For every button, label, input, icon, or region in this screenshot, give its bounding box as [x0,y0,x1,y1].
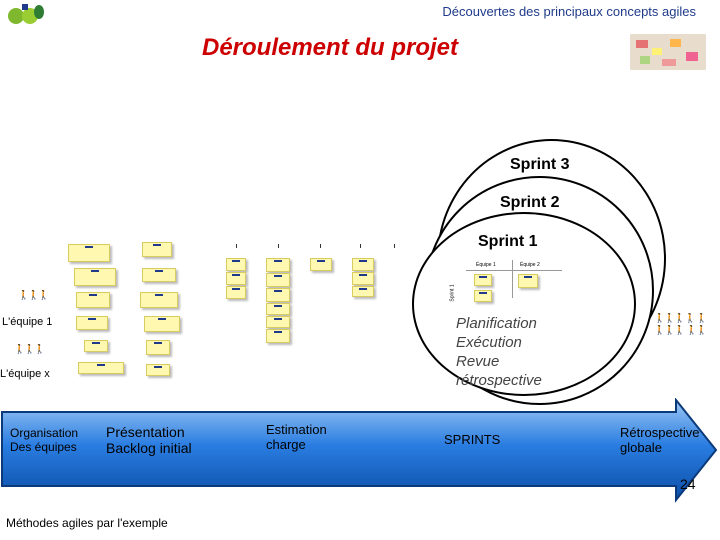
sticky-note-icon [146,364,170,376]
sprint-2-label: Sprint 2 [500,194,560,211]
board-team2-label: Équipe 2 [520,262,540,268]
backlog-board [60,230,420,380]
activity-review: Revue [456,353,500,370]
sticky-note-icon [310,258,332,271]
sticky-note-icon [474,274,492,286]
sticky-note-icon [142,268,176,282]
activity-execution: Exécution [456,334,522,351]
sprint-activities: Planification Exécution Revue rétrospect… [456,314,542,390]
activity-retrospective: rétrospective [456,372,542,389]
sticky-note-icon [76,316,108,330]
sticky-note-icon [74,268,116,286]
stick-figure-icon: 🚶🚶🚶 [18,290,50,300]
sticky-note-icon [352,286,374,297]
sticky-note-icon [266,273,290,287]
sticky-note-icon [266,303,290,315]
sticky-note-icon [226,258,246,271]
process-arrow [1,398,718,503]
board-side-label: Sprint 1 [449,284,456,302]
sprint-board: Sprint 1 Équipe 1 Équipe 2 [450,260,566,310]
sticky-note-icon [352,272,374,285]
sprint-1-label: Sprint 1 [478,233,538,250]
sticky-note-icon [146,340,170,355]
column-marker [278,244,279,248]
column-marker [394,244,395,248]
step-presentation: Présentation Backlog initial [106,424,192,456]
sticky-note-icon [352,258,374,271]
sticky-note-icon [266,258,290,272]
sticky-note-icon [78,362,124,374]
sticky-note-icon [266,288,290,302]
sprint-1-circle [412,212,636,396]
column-marker [236,244,237,248]
board-divider [512,260,513,298]
step-sprints: SPRINTS [444,432,501,447]
step-estimation: Estimation charge [266,422,327,452]
sticky-note-icon [518,274,538,288]
board-team1-label: Équipe 1 [476,262,496,268]
logo-icon [6,2,46,26]
sticky-note-icon [266,329,290,343]
sticky-note-icon [84,340,108,352]
step-organisation: Organisation Des équipes [10,426,79,454]
sticky-note-icon [226,286,246,299]
sticky-note-icon [266,316,290,328]
sticky-note-icon [144,316,180,332]
activity-planning: Planification [456,315,537,332]
stick-figure-icon: 🚶🚶🚶 [14,344,46,354]
team-x-label: L'équipe x [0,368,50,380]
column-marker [320,244,321,248]
team-1-label: L'équipe 1 [2,316,53,328]
sprint-3-label: Sprint 3 [510,156,570,173]
sticky-note-icon [140,292,178,308]
sticky-note-icon [76,292,110,308]
board-hline [466,270,562,271]
footer-text: Méthodes agiles par l'exemple [6,516,168,530]
header-title: Découvertes des principaux concepts agil… [442,4,696,19]
page-title: Déroulement du projet [201,34,459,61]
step-retrospective: Rétrospective globale [620,425,700,455]
sticky-note-icon [142,242,172,257]
sticky-note-icon [474,290,492,302]
sticky-note-icon [226,272,246,285]
stick-figure-icon: 🚶🚶🚶🚶 🚶🚶🚶🚶 🚶🚶 [654,313,708,335]
column-marker [360,244,361,248]
sticky-note-icon [68,244,110,262]
workshop-photo [630,34,706,70]
page-number: 24 [680,476,696,492]
